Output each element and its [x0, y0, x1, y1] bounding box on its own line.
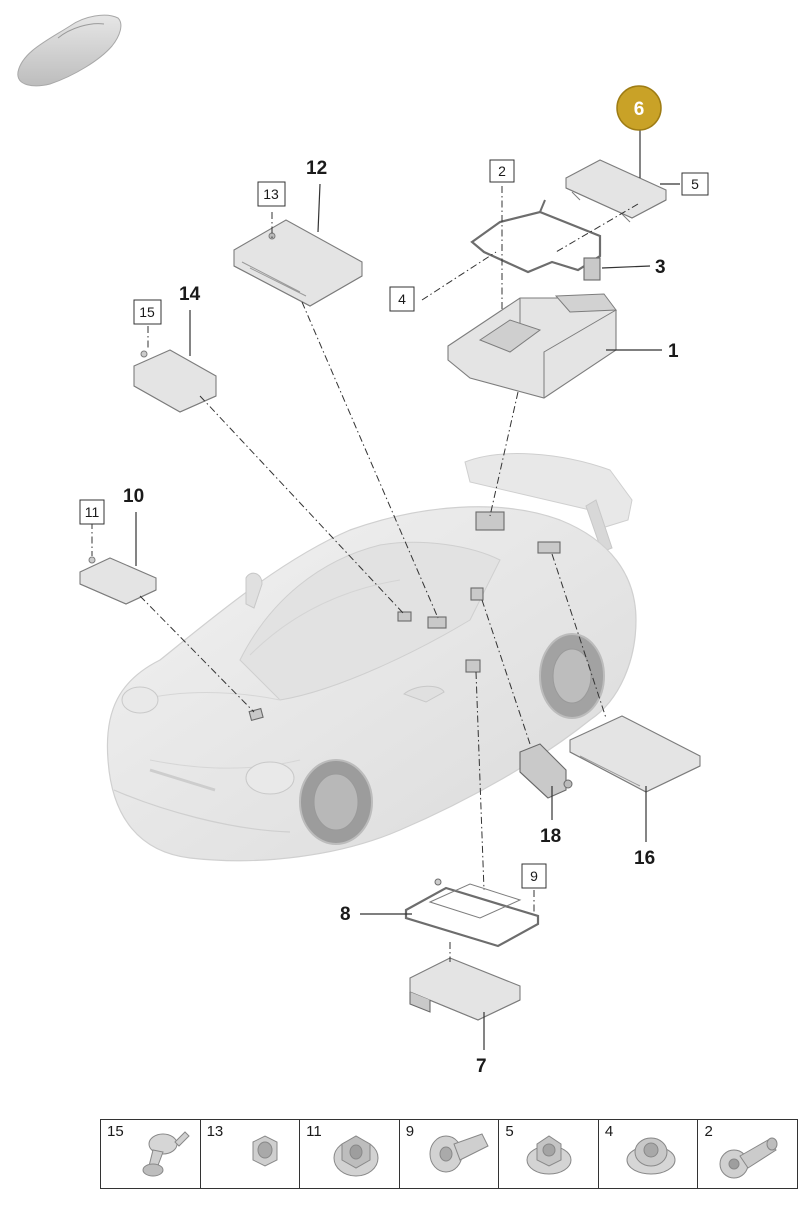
part-12-control-module[interactable]	[233, 219, 363, 307]
callout-12[interactable]: 12	[306, 158, 327, 179]
callout-13[interactable]: 13	[257, 181, 286, 207]
callout-4[interactable]: 4	[389, 286, 415, 312]
svg-text:15: 15	[139, 304, 155, 320]
svg-text:13: 13	[263, 186, 279, 202]
callout-9[interactable]: 9	[521, 863, 547, 889]
flange-nut-icon	[333, 1135, 379, 1177]
car-thumbnail-icon[interactable]	[17, 14, 122, 87]
fastener-cell-5[interactable]: 5	[499, 1120, 599, 1188]
callout-14[interactable]: 14	[179, 284, 201, 305]
push-rivet-icon	[142, 1131, 190, 1177]
hex-nut-icon	[526, 1135, 572, 1175]
fastener-cell-4[interactable]: 4	[599, 1120, 699, 1188]
svg-text:6: 6	[634, 99, 645, 120]
part-1-control-unit[interactable]	[447, 293, 617, 399]
fastener-number: 13	[206, 1123, 224, 1140]
part-18-connector-module[interactable]	[519, 743, 573, 799]
fastener-table: 15 13 11 9 5	[100, 1119, 798, 1189]
callout-3[interactable]: 3	[655, 257, 666, 278]
fastener-number: 5	[505, 1123, 514, 1140]
callout-8[interactable]: 8	[340, 904, 351, 925]
callout-7[interactable]: 7	[476, 1056, 487, 1077]
mount-points	[248, 511, 561, 722]
callout-15[interactable]: 15	[133, 299, 162, 325]
dashed-connectors	[91, 186, 639, 962]
hex-nut-icon	[252, 1135, 278, 1167]
svg-text:11: 11	[85, 504, 100, 520]
part-8-mounting-frame[interactable]	[404, 878, 540, 948]
callout-1[interactable]: 1	[668, 341, 679, 362]
vehicle-illustration	[106, 453, 637, 862]
fastener-cell-9[interactable]: 9	[400, 1120, 500, 1188]
part-16-control-unit[interactable]	[569, 715, 701, 793]
fastener-number: 11	[306, 1123, 322, 1140]
svg-text:4: 4	[398, 291, 406, 307]
washer-nut-icon	[626, 1137, 676, 1175]
part-10-module[interactable]	[79, 556, 157, 605]
callout-10[interactable]: 10	[123, 486, 144, 507]
fastener-cell-2[interactable]: 2	[698, 1120, 797, 1188]
part-3-clip[interactable]	[583, 257, 601, 281]
callout-6-badge[interactable]: 6	[616, 85, 662, 131]
fastener-number: 4	[604, 1123, 614, 1140]
callout-11[interactable]: 11	[79, 499, 105, 525]
callout-5[interactable]: 5	[681, 172, 709, 196]
leader-lines	[135, 128, 680, 1050]
svg-text:2: 2	[498, 163, 506, 179]
svg-text:5: 5	[691, 176, 699, 192]
callout-2[interactable]: 2	[489, 159, 515, 183]
callout-16[interactable]: 16	[634, 848, 655, 869]
fastener-cell-13[interactable]: 13	[201, 1120, 301, 1188]
fastener-number: 9	[405, 1123, 415, 1140]
part-6-control-module[interactable]	[565, 159, 667, 223]
fastener-cell-11[interactable]: 11	[300, 1120, 400, 1188]
fastener-number: 15	[107, 1123, 124, 1140]
pan-head-screw-icon	[719, 1137, 778, 1179]
part-7-control-unit[interactable]	[409, 957, 521, 1021]
fastener-cell-15[interactable]: 15	[101, 1120, 201, 1188]
svg-text:9: 9	[530, 868, 538, 884]
fastener-number: 2	[704, 1123, 713, 1140]
part-2-bracket[interactable]	[470, 199, 602, 274]
collar-screw-icon	[429, 1133, 489, 1173]
callout-18[interactable]: 18	[540, 826, 561, 847]
part-14-module[interactable]	[133, 349, 217, 413]
